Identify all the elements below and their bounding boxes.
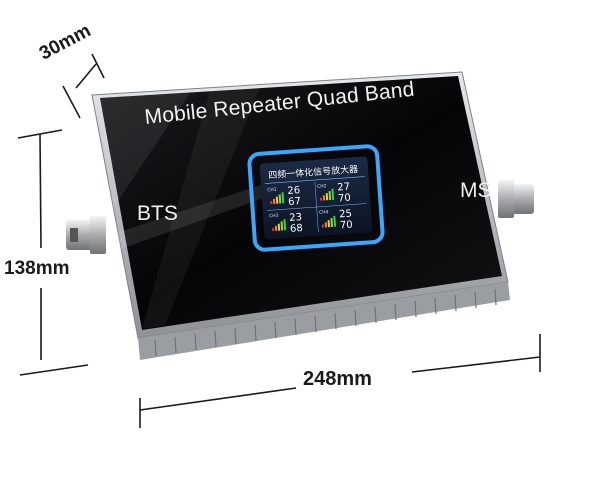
ch3-top-value: 23 <box>289 212 302 224</box>
ch3-signal-bars-icon <box>271 219 287 232</box>
depth-dimension-line <box>62 53 105 119</box>
width-label: 248mm <box>303 368 372 390</box>
ch1-label: CH1 <box>267 187 277 194</box>
bts-connector <box>66 216 106 254</box>
height-dimension-line <box>17 129 89 376</box>
ms-connector <box>498 180 534 218</box>
ch4-bottom-value: 70 <box>340 220 353 232</box>
ch2-top-value: 27 <box>337 182 350 194</box>
ch3-label: CH3 <box>269 213 279 220</box>
ch2-signal-bars-icon <box>319 188 335 201</box>
width-dimension-line <box>139 334 541 428</box>
lcd-display: 四频一体化信号放大器 CH1 26 67 CH2 27 70 CH3 23 68… <box>247 144 385 252</box>
ch2-bottom-value: 70 <box>338 193 351 205</box>
ch4-signal-bars-icon <box>321 215 337 228</box>
ch2-label: CH2 <box>317 183 327 190</box>
bts-port-label: BTS <box>137 202 178 225</box>
ch1-top-value: 26 <box>287 185 300 197</box>
ch4-label: CH4 <box>319 209 329 216</box>
ch1-signal-bars-icon <box>270 192 285 205</box>
ms-port-label: MS <box>460 179 492 202</box>
ch4-top-value: 25 <box>339 209 352 221</box>
height-label: 138mm <box>4 258 70 279</box>
ch1-bottom-value: 67 <box>288 196 301 208</box>
ch3-bottom-value: 68 <box>290 223 303 235</box>
